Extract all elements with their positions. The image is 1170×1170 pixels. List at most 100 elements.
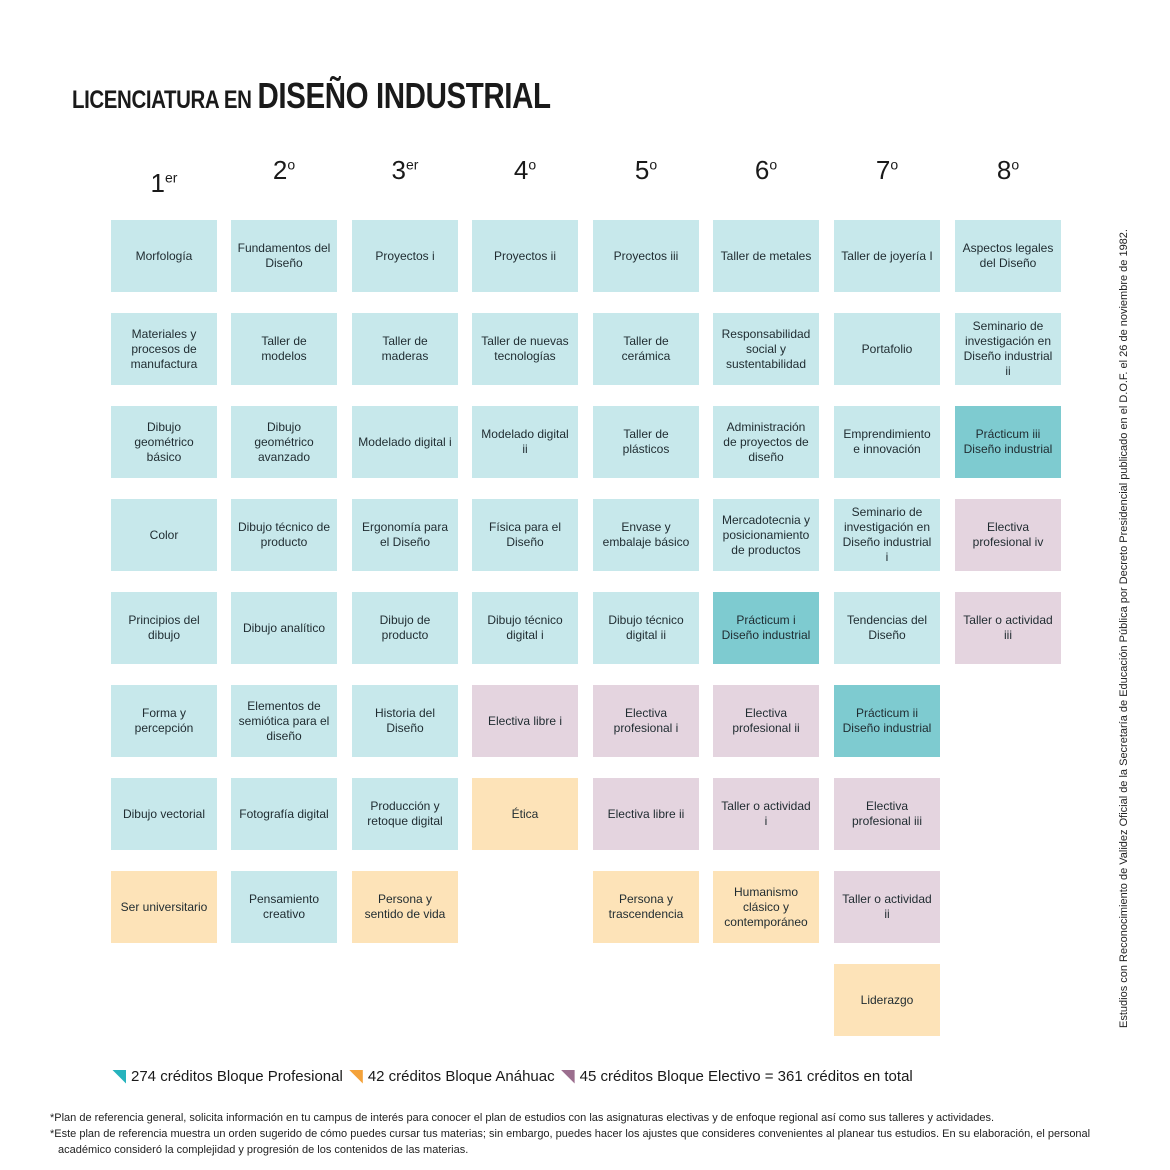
course-label: Prácticum ii Diseño industrial [842, 706, 932, 735]
course-label: Ser universitario [120, 899, 208, 914]
course-label: Electiva profesional iii [851, 799, 923, 828]
semester-number: 7 [875, 155, 891, 185]
course-cell: Electiva libre ii [593, 778, 699, 850]
course-cell: Color [111, 499, 217, 571]
course-cell: Electiva libre i [472, 685, 578, 757]
course-cell: Taller o actividad iii [955, 592, 1061, 664]
course-cell: Taller de maderas [352, 313, 458, 385]
semester-number: 1 [150, 168, 165, 198]
course-cell: Proyectos ii [472, 220, 578, 292]
semester-header-5: 5o [593, 155, 699, 186]
legend-profesional-label: 274 créditos Bloque Profesional [131, 1068, 343, 1085]
course-cell: Responsabilidad social y sustentabilidad [713, 313, 819, 385]
course-cell: Ser universitario [111, 871, 217, 943]
semester-ordinal: o [287, 156, 296, 173]
course-cell: Dibujo geométrico básico [111, 406, 217, 478]
course-label: Administración de proyectos de diseño [723, 419, 809, 464]
course-label: Taller de joyería I [841, 248, 933, 263]
course-cell: Aspectos legales del Diseño [955, 220, 1061, 292]
course-cell: Tendencias del Diseño [834, 592, 940, 664]
course-cell: Modelado digital ii [472, 406, 578, 478]
course-label: Color [149, 527, 179, 542]
course-label: Forma y percepción [134, 706, 194, 735]
course-cell: Taller de joyería I [834, 220, 940, 292]
accreditation-note: Estudios con Reconocimiento de Validez O… [1118, 229, 1130, 1028]
course-label: Dibujo técnico de producto [237, 520, 331, 549]
course-label: Aspectos legales del Diseño [962, 241, 1054, 270]
semester-header-6: 6o [713, 155, 819, 186]
course-cell: Taller de modelos [231, 313, 337, 385]
course-cell: Dibujo vectorial [111, 778, 217, 850]
semester-ordinal: o [1011, 156, 1020, 173]
course-label: Electiva profesional i [613, 706, 679, 735]
course-cell: Dibujo analítico [231, 592, 337, 664]
course-label: Proyectos ii [493, 248, 557, 263]
course-cell: Principios del dibujo [111, 592, 217, 664]
course-cell: Electiva profesional i [593, 685, 699, 757]
course-label: Electiva libre ii [607, 806, 685, 821]
course-label: Dibujo vectorial [122, 806, 206, 821]
course-cell: Ética [472, 778, 578, 850]
course-label: Taller de cerámica [621, 334, 671, 363]
course-cell: Electiva profesional ii [713, 685, 819, 757]
teal-triangle-icon [112, 1069, 126, 1084]
page-title: LICENCIATURA EN DISEÑO INDUSTRIAL [72, 76, 551, 116]
course-cell: Taller o actividad ii [834, 871, 940, 943]
course-label: Morfología [135, 248, 193, 263]
semester-number: 8 [996, 155, 1012, 185]
course-cell: Prácticum ii Diseño industrial [834, 685, 940, 757]
course-cell: Electiva profesional iv [955, 499, 1061, 571]
course-label: Materiales y procesos de manufactura [130, 326, 198, 371]
course-cell: Emprendimiento e innovación [834, 406, 940, 478]
course-cell: Materiales y procesos de manufactura [111, 313, 217, 385]
course-cell: Fotografía digital [231, 778, 337, 850]
course-label: Taller de maderas [381, 334, 429, 363]
course-label: Humanismo clásico y contemporáneo [724, 884, 808, 929]
course-label: Persona y trascendencia [608, 892, 684, 921]
course-cell: Dibujo de producto [352, 592, 458, 664]
course-label: Dibujo técnico digital ii [608, 613, 684, 642]
course-label: Envase y embalaje básico [602, 520, 690, 549]
course-label: Liderazgo [860, 992, 914, 1007]
purple-triangle-icon [560, 1069, 575, 1084]
course-label: Física para el Diseño [488, 520, 562, 549]
course-label: Portafolio [861, 341, 913, 356]
course-cell: Dibujo técnico de producto [231, 499, 337, 571]
semester-ordinal: o [890, 156, 899, 173]
course-cell: Prácticum i Diseño industrial [713, 592, 819, 664]
semester-ordinal: er [165, 169, 178, 186]
course-cell: Elementos de semiótica para el diseño [231, 685, 337, 757]
course-label: Proyectos iii [613, 248, 679, 263]
course-cell: Administración de proyectos de diseño [713, 406, 819, 478]
course-cell: Dibujo técnico digital ii [593, 592, 699, 664]
course-cell: Liderazgo [834, 964, 940, 1036]
course-label: Taller de metales [720, 248, 812, 263]
semester-ordinal: o [769, 156, 778, 173]
course-cell: Persona y trascendencia [593, 871, 699, 943]
semester-number: 5 [634, 155, 650, 185]
course-label: Electiva profesional ii [732, 706, 800, 735]
course-label: Principios del dibujo [128, 613, 200, 642]
course-label: Electiva profesional iv [972, 520, 1044, 549]
legend-anahuac-label: 42 créditos Bloque Anáhuac [367, 1068, 555, 1085]
course-label: Mercadotecnia y posicionamiento de produ… [721, 512, 811, 557]
course-label: Seminario de investigación en Diseño ind… [842, 505, 932, 564]
title-prefix: LICENCIATURA EN [72, 86, 252, 114]
semester-number: 2 [272, 155, 288, 185]
semester-number: 6 [754, 155, 770, 185]
semester-ordinal: o [649, 156, 658, 173]
course-cell: Mercadotecnia y posicionamiento de produ… [713, 499, 819, 571]
course-cell: Prácticum iii Diseño industrial [955, 406, 1061, 478]
course-label: Tendencias del Diseño [846, 613, 928, 642]
course-label: Taller o actividad ii [842, 892, 932, 921]
course-cell: Taller de plásticos [593, 406, 699, 478]
course-label: Dibujo geométrico avanzado [254, 419, 314, 464]
course-cell: Taller de nuevas tecnologías [472, 313, 578, 385]
course-label: Emprendimiento e innovación [843, 427, 931, 456]
course-cell: Taller o actividad i [713, 778, 819, 850]
semester-header-1: 1er [111, 168, 217, 199]
course-label: Taller de nuevas tecnologías [481, 334, 569, 363]
footnote-1: *Plan de referencia general, solicita in… [50, 1112, 995, 1124]
legend-electivo: 45 créditos Bloque Electivo = 361 crédit… [560, 1068, 913, 1085]
course-cell: Portafolio [834, 313, 940, 385]
